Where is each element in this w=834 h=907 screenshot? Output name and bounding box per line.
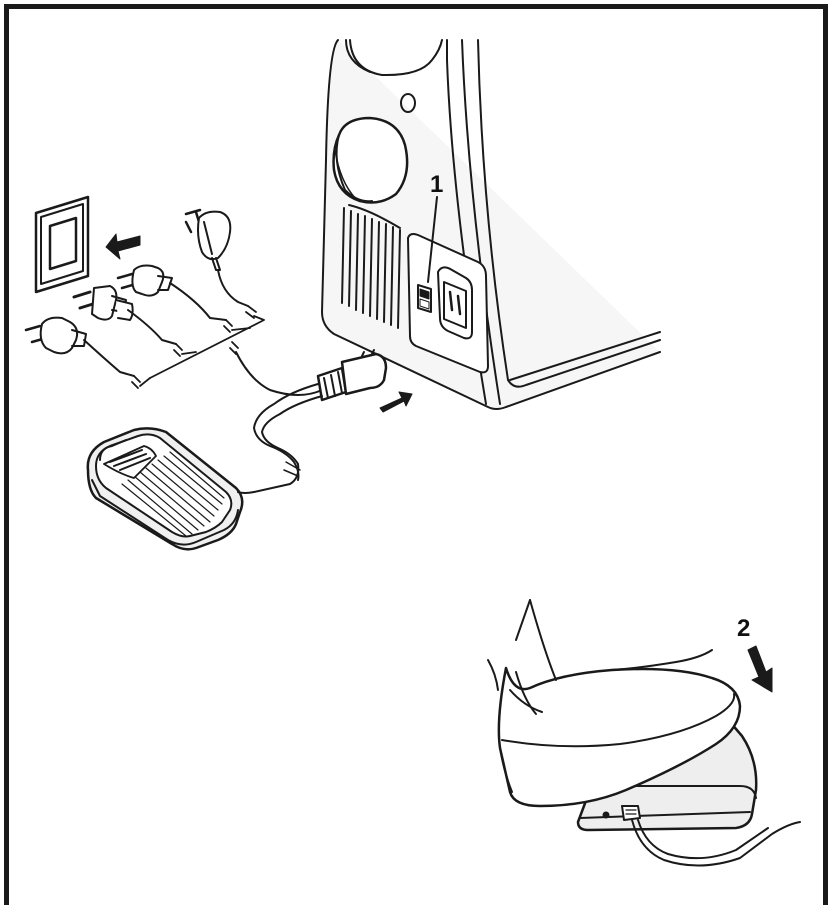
callout-power-switch-label: 1 bbox=[430, 171, 443, 198]
power-cord bbox=[236, 352, 322, 395]
eu-plug-lower-icon bbox=[26, 318, 134, 376]
cable-bracket bbox=[132, 306, 264, 388]
eu-plug-upper-icon bbox=[118, 266, 226, 321]
callout-foot-press-label: 2 bbox=[737, 615, 750, 642]
arrow-to-machine-icon bbox=[380, 392, 412, 412]
wall-outlet bbox=[36, 197, 88, 292]
foot-pressing-pedal bbox=[488, 600, 800, 866]
uk-plug-icon bbox=[186, 210, 248, 306]
press-down-arrow-icon bbox=[748, 646, 772, 692]
us-plug-icon bbox=[74, 286, 176, 344]
machine-connector-plug bbox=[254, 350, 386, 480]
plug-socket bbox=[438, 267, 472, 338]
foot-controller bbox=[88, 428, 300, 549]
power-switch[interactable] bbox=[418, 285, 431, 312]
arrow-to-wall-icon bbox=[106, 234, 140, 259]
handwheel-knob bbox=[334, 118, 408, 202]
